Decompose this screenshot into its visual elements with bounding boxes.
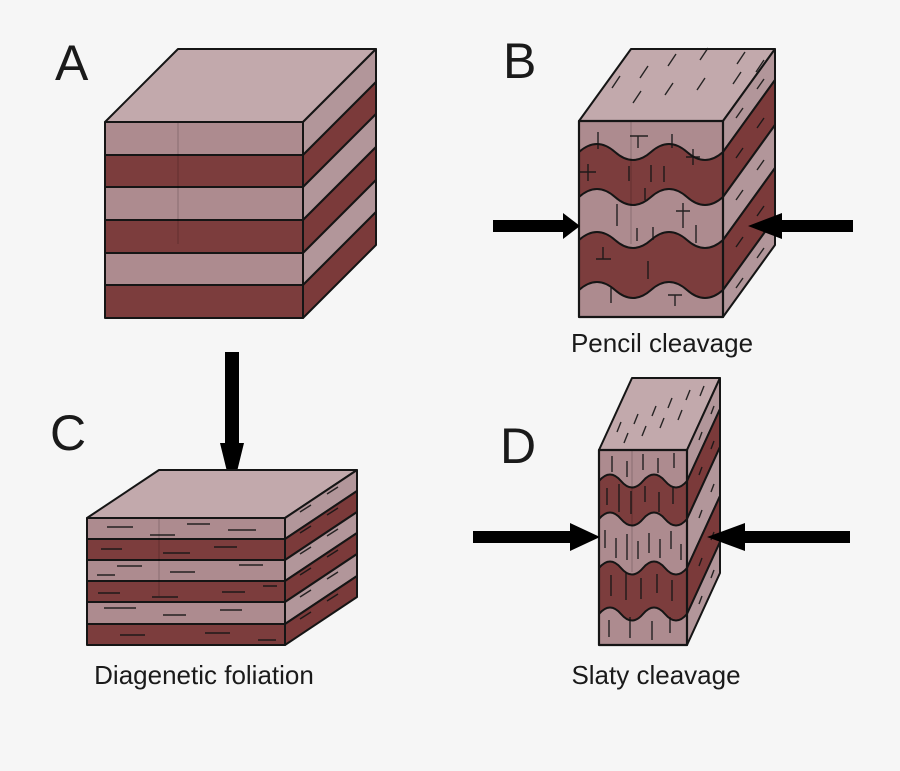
slaty-cleavage-caption: Slaty cleavage [571,660,740,690]
block-d-front-outline [597,448,689,647]
panel-a-label: A [55,35,89,91]
block-c-side-dashes [299,486,339,620]
block-a [104,48,377,319]
block-a-front-layers [104,121,304,319]
pencil-cleavage-caption: Pencil cleavage [571,328,753,358]
block-d-front-tick-marks [604,453,682,640]
block-d-side-layers [686,377,721,646]
block-b-side-dashes [735,78,765,289]
block-b-top-dashes [611,47,765,104]
block-c-front-dashes [97,523,277,641]
panel-b-label: B [503,33,536,89]
b-compression-left-arrow-icon [493,213,580,239]
block-c-front-layers [86,517,286,646]
panel-c-label: C [50,405,86,461]
block-d-wavy-dark-beds [598,473,688,622]
block-d-top-dashes [616,385,705,444]
block-d [597,377,721,647]
b-compression-right-arrow-icon [748,213,853,239]
block-b-side-layers [722,48,776,318]
compaction-down-arrow-icon [220,352,244,492]
diagenetic-foliation-caption: Diagenetic foliation [94,660,314,690]
block-b-front-outline [577,119,725,319]
block-c [86,469,358,646]
block-b-front-tick-marks [580,132,700,306]
d-compression-left-arrow-icon [473,523,600,551]
d-compression-right-arrow-icon [707,523,850,551]
block-c-side-layers [284,469,358,646]
panel-d-label: D [500,418,536,474]
block-b [577,47,776,319]
